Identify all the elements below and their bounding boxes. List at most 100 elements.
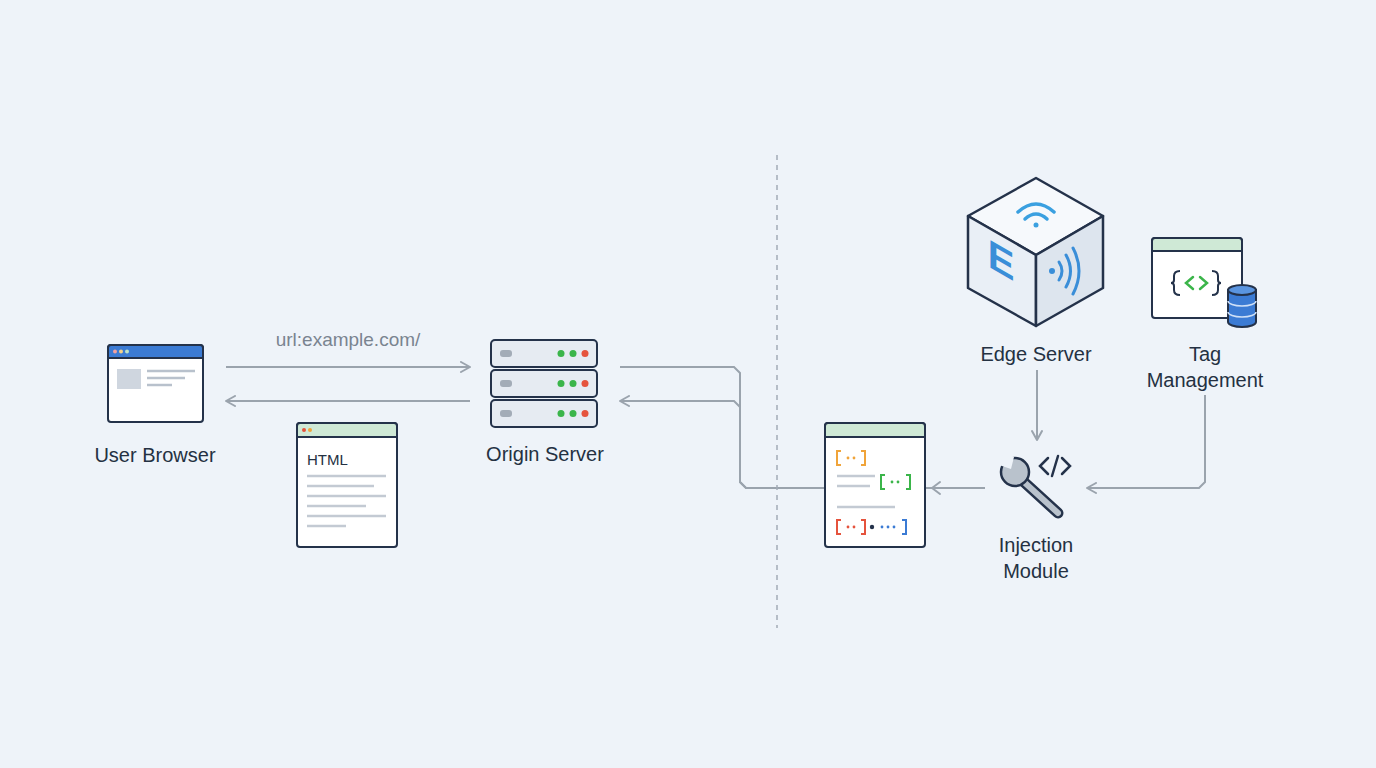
html-document-icon <box>297 423 397 547</box>
flow-connector <box>226 366 470 368</box>
text-line <box>307 515 386 518</box>
text-line <box>307 525 346 528</box>
text-line <box>147 384 172 387</box>
bracket-dot <box>847 526 850 529</box>
status-led <box>582 350 589 357</box>
wrench-handle <box>1024 482 1058 513</box>
divider-line <box>776 155 778 628</box>
database-ring <box>1228 312 1256 317</box>
injection-module-node: Injection Module <box>985 440 1087 585</box>
text-line <box>147 377 185 380</box>
flow-connector <box>226 400 470 402</box>
window-dot <box>125 350 129 354</box>
code-chevron <box>1062 458 1070 474</box>
tag-management-icon <box>1152 238 1256 327</box>
node-label: HTML <box>307 450 367 469</box>
status-led <box>582 410 589 417</box>
bracket-dot <box>853 457 856 460</box>
text-line <box>837 475 875 478</box>
image-block <box>117 369 141 389</box>
bracket <box>837 520 841 534</box>
window-header <box>108 345 203 358</box>
database-top <box>1228 285 1256 295</box>
edge-server-node: E Edge Server <box>960 175 1112 370</box>
status-led <box>558 410 565 417</box>
server-icon <box>491 340 597 427</box>
signal-dot <box>1049 268 1055 274</box>
injected-document-icon <box>825 423 925 547</box>
signal-symbol <box>1059 248 1079 294</box>
bracket <box>861 520 865 534</box>
server-unit <box>491 370 597 397</box>
text-line <box>837 506 895 509</box>
document-header <box>297 423 397 437</box>
text-line <box>307 475 386 478</box>
document-frame <box>825 423 925 547</box>
status-led <box>570 350 577 357</box>
text-line <box>147 370 195 373</box>
brace-symbol <box>1212 271 1221 295</box>
node-label: Origin Server <box>470 441 620 467</box>
status-led <box>570 410 577 417</box>
bracket-dot <box>853 526 856 529</box>
injection-arrow-head <box>932 482 940 494</box>
wifi-arc <box>1025 214 1047 219</box>
flow-connector <box>1036 370 1038 440</box>
injection-arrow-line <box>929 487 960 489</box>
text-line <box>307 495 386 498</box>
window-frame <box>1152 238 1242 318</box>
status-led <box>558 350 565 357</box>
browser-node: User Browser <box>84 340 226 470</box>
signal-arc <box>1059 262 1062 280</box>
bracket <box>902 520 906 534</box>
wrench-jaw <box>999 453 1014 469</box>
server-unit <box>491 400 597 427</box>
node-label: Tag Management <box>1145 341 1265 393</box>
bracket-dot <box>870 525 874 529</box>
server-slot <box>500 350 512 357</box>
text-line <box>307 505 366 508</box>
flow-connector <box>1087 395 1205 488</box>
server-unit <box>491 340 597 367</box>
window-dot <box>119 350 123 354</box>
server-slot <box>500 410 512 417</box>
server-node: Origin Server <box>470 335 620 470</box>
bracket <box>906 475 910 489</box>
signal-arc <box>1073 248 1079 294</box>
bracket-dot <box>887 526 890 529</box>
edge-cube-icon <box>968 178 1103 326</box>
window-header <box>1152 238 1242 251</box>
cube-left <box>968 216 1036 326</box>
brace-symbol <box>1171 271 1180 295</box>
signal-arc <box>1066 255 1071 287</box>
bracket-dot <box>897 481 900 484</box>
document-header <box>825 423 925 437</box>
wrench-handle-fill <box>1024 482 1058 513</box>
code-chevron <box>1040 458 1048 474</box>
window-dot <box>308 428 312 432</box>
code-bracket-group <box>837 451 910 534</box>
server-slot <box>500 380 512 387</box>
bracket-dot <box>893 526 896 529</box>
window-dot <box>302 428 306 432</box>
text-line <box>307 485 374 488</box>
tag-management-node: Tag Management <box>1130 235 1280 395</box>
flow-connector <box>620 401 985 488</box>
document-frame <box>297 423 397 547</box>
logo-letter: E <box>986 226 1016 293</box>
bracket-dot <box>881 526 884 529</box>
window-frame <box>108 345 203 422</box>
bracket <box>837 451 841 465</box>
status-led <box>582 380 589 387</box>
wrench-icon <box>999 453 1070 513</box>
bracket <box>881 475 885 489</box>
wifi-symbol <box>1018 204 1054 219</box>
database-body <box>1228 290 1256 327</box>
bracket-dot <box>847 457 850 460</box>
url-label: url:example.com/ <box>276 328 421 352</box>
database-ring <box>1228 301 1256 306</box>
node-label: User Browser <box>84 442 226 468</box>
wifi-arc <box>1018 204 1054 212</box>
node-label: Edge Server <box>960 341 1112 367</box>
